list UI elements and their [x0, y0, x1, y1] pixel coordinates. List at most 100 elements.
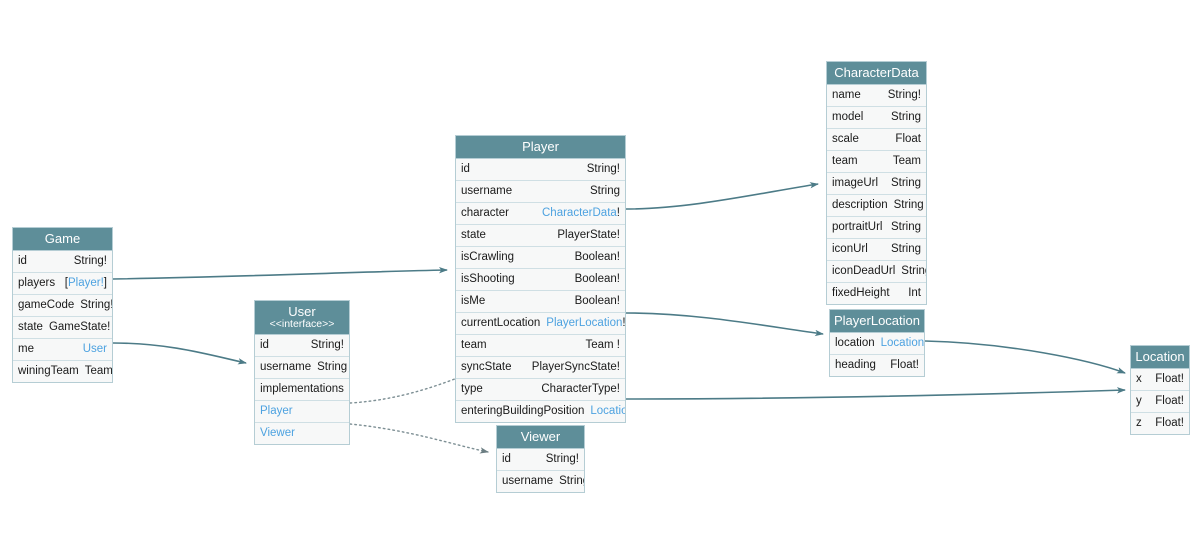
table-row[interactable]: username String [255, 357, 349, 379]
field-name: model [832, 111, 864, 123]
field-type: String! [73, 255, 107, 267]
edge-player-character-to-characterdata [625, 182, 819, 210]
table-row[interactable]: z Float! [1131, 413, 1189, 434]
list-item[interactable]: Viewer [255, 423, 349, 444]
field-name: team [461, 339, 487, 351]
entity-player-location[interactable]: PlayerLocation location Location! headin… [829, 309, 925, 377]
table-row[interactable]: team Team ! [456, 335, 625, 357]
table-row[interactable]: iconUrl String [827, 239, 926, 261]
edge-player-currentlocation-to-playerlocation [625, 312, 824, 337]
field-type: Team ! [585, 339, 620, 351]
field-type: String [559, 475, 584, 487]
entity-location[interactable]: Location x Float! y Float! z Float! [1130, 345, 1190, 435]
table-row[interactable]: gameCode String! [13, 295, 112, 317]
table-row[interactable]: players [Player!] [13, 273, 112, 295]
entity-character-data[interactable]: CharacterData name String! model String … [826, 61, 927, 305]
entity-game[interactable]: Game id String! players [Player!] gameCo… [12, 227, 113, 383]
field-type: Boolean! [574, 251, 620, 263]
field-name: gameCode [18, 299, 75, 311]
table-row[interactable]: scale Float [827, 129, 926, 151]
field-name: username [502, 475, 554, 487]
table-row[interactable]: username String [456, 181, 625, 203]
edge-playerlocation-location-to-location [924, 340, 1126, 374]
field-type: Float! [890, 359, 919, 371]
entity-user-name: User [288, 304, 316, 319]
table-row[interactable]: type CharacterType! [456, 379, 625, 401]
entity-user[interactable]: User <<interface>> id String! username S… [254, 300, 350, 445]
entity-player[interactable]: Player id String! username String charac… [455, 135, 626, 423]
edge-user-viewer-impl-dotted [349, 423, 489, 454]
table-row[interactable]: location Location! [830, 333, 924, 355]
table-row[interactable]: iconDeadUrl String [827, 261, 926, 283]
table-row[interactable]: currentLocation PlayerLocation! [456, 313, 625, 335]
table-row[interactable]: isShooting Boolean! [456, 269, 625, 291]
bracket-open: [ [64, 277, 68, 289]
field-name: character [461, 207, 509, 219]
field-type: PlayerState! [557, 229, 620, 241]
table-row[interactable]: id String! [456, 159, 625, 181]
field-name: type [461, 383, 483, 395]
type-link[interactable]: Player! [68, 277, 104, 289]
table-row[interactable]: syncState PlayerSyncState! [456, 357, 625, 379]
field-type: String [893, 199, 924, 211]
type-link[interactable]: Location [590, 405, 625, 417]
table-row[interactable]: username String [497, 471, 584, 492]
field-type: String [890, 111, 921, 123]
table-row[interactable]: heading Float! [830, 355, 924, 376]
field-name: z [1136, 417, 1142, 429]
table-row[interactable]: enteringBuildingPosition Location [456, 401, 625, 422]
field-type: PlayerLocation! [540, 313, 625, 334]
field-name: winingTeam [18, 365, 79, 377]
field-type: GameState! [48, 321, 111, 333]
table-row[interactable]: y Float! [1131, 391, 1189, 413]
field-name: id [502, 453, 511, 465]
field-name: x [1136, 373, 1142, 385]
field-name: currentLocation [461, 317, 541, 329]
implementation-viewer[interactable]: Viewer [260, 427, 295, 439]
entity-viewer-title: Viewer [497, 426, 584, 449]
field-name: id [260, 339, 269, 351]
table-row[interactable]: team Team [827, 151, 926, 173]
field-type: Float! [1155, 417, 1184, 429]
table-row[interactable]: id String! [255, 335, 349, 357]
field-type: String [890, 177, 921, 189]
field-type: Team [892, 155, 921, 167]
table-row[interactable]: fixedHeight Int [827, 283, 926, 304]
table-row[interactable]: isCrawling Boolean! [456, 247, 625, 269]
implementation-player[interactable]: Player [260, 405, 293, 417]
entity-viewer[interactable]: Viewer id String! username String [496, 425, 585, 493]
field-type: Float [895, 133, 921, 145]
table-row[interactable]: name String! [827, 85, 926, 107]
table-row[interactable]: state GameState! [13, 317, 112, 339]
table-row[interactable]: portraitUrl String [827, 217, 926, 239]
field-name: location [835, 337, 875, 349]
type-link[interactable]: Location [880, 337, 924, 349]
entity-user-title: User <<interface>> [255, 301, 349, 335]
field-name: id [18, 255, 27, 267]
field-name: syncState [461, 361, 512, 373]
table-row[interactable]: id String! [13, 251, 112, 273]
field-name: isShooting [461, 273, 515, 285]
entity-player-location-title: PlayerLocation [830, 310, 924, 333]
field-name: description [832, 199, 888, 211]
field-type: CharacterType! [541, 383, 620, 395]
table-row[interactable]: state PlayerState! [456, 225, 625, 247]
list-item[interactable]: Player [255, 401, 349, 423]
type-link[interactable]: CharacterData [542, 207, 617, 219]
field-name: username [260, 361, 312, 373]
table-row[interactable]: character CharacterData! [456, 203, 625, 225]
table-row[interactable]: me User [13, 339, 112, 361]
type-link[interactable]: User [82, 343, 107, 355]
table-row[interactable]: isMe Boolean! [456, 291, 625, 313]
table-row[interactable]: x Float! [1131, 369, 1189, 391]
table-row[interactable]: imageUrl String [827, 173, 926, 195]
table-row[interactable]: id String! [497, 449, 584, 471]
edge-user-player-impl-dotted [349, 372, 471, 404]
table-row[interactable]: winingTeam Team [13, 361, 112, 382]
field-type: String! [887, 89, 921, 101]
type-link[interactable]: PlayerLocation [546, 317, 623, 329]
table-row[interactable]: model String [827, 107, 926, 129]
table-row[interactable]: description String [827, 195, 926, 217]
entity-user-stereotype: <<interface>> [269, 318, 335, 330]
